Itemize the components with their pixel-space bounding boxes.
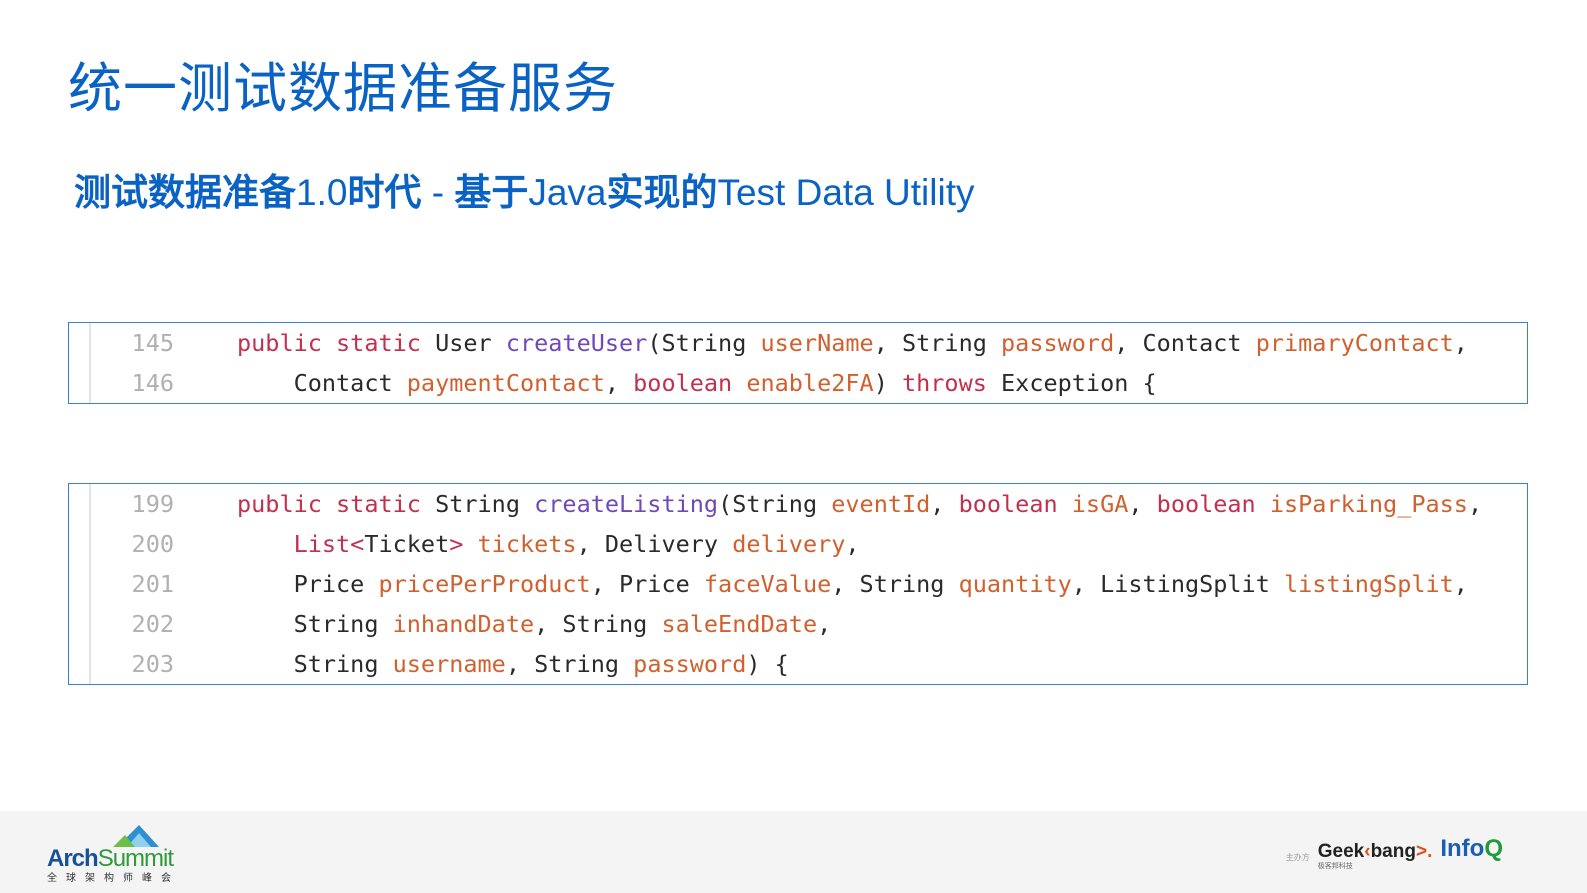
line-number: 201 bbox=[131, 570, 174, 598]
code-token: isParking_Pass bbox=[1269, 490, 1468, 518]
code-line: 145 public static User createUser(String … bbox=[69, 323, 1527, 363]
code-token: password bbox=[633, 650, 747, 678]
code-token: faceValue bbox=[703, 570, 832, 598]
code-token: (String bbox=[718, 490, 832, 518]
code-token: eventId bbox=[831, 490, 931, 518]
code-token: inhandDate bbox=[392, 610, 535, 638]
code-token: , bbox=[817, 610, 832, 638]
line-number: 200 bbox=[131, 530, 174, 558]
code-line: 203 String username, String password) { bbox=[69, 644, 1527, 684]
slide-title: 统一测试数据准备服务 bbox=[68, 59, 618, 119]
code-token: boolean bbox=[633, 369, 747, 397]
subtitle-segment: 测试数据准备 bbox=[74, 172, 296, 213]
subtitle-segment: 时代 bbox=[347, 172, 422, 213]
code-text: Price pricePerProduct, Price faceValue, … bbox=[237, 564, 1468, 604]
geekbang-logo: Geek‹bang>.极客邦科技 bbox=[1317, 841, 1433, 870]
code-block-create-listing: 199 public static String createListing(St… bbox=[68, 483, 1528, 685]
code-line: 202 String inhandDate, String saleEndDat… bbox=[69, 604, 1527, 644]
code-block-create-user: 145 public static User createUser(String … bbox=[68, 322, 1528, 404]
code-token: paymentContact bbox=[406, 369, 605, 397]
code-token: String bbox=[435, 490, 535, 518]
code-token: , Price bbox=[590, 570, 704, 598]
code-token: pricePerProduct bbox=[378, 570, 591, 598]
code-token: boolean bbox=[958, 490, 1072, 518]
code-token: password bbox=[1001, 329, 1115, 357]
line-number: 145 bbox=[131, 329, 174, 357]
code-line: 199 public static String createListing(St… bbox=[69, 484, 1527, 524]
code-token: List< bbox=[293, 530, 365, 558]
subtitle-segment: 1.0 bbox=[296, 172, 348, 213]
code-token: , bbox=[1467, 490, 1483, 518]
code-text: Contact paymentContact, boolean enable2F… bbox=[237, 363, 1157, 403]
code-text: public static User createUser(String use… bbox=[237, 323, 1468, 363]
code-token: saleEndDate bbox=[661, 610, 818, 638]
code-token: , bbox=[1453, 570, 1468, 598]
code-token: Contact bbox=[237, 369, 407, 397]
line-number: 146 bbox=[131, 369, 174, 397]
code-token: , bbox=[1453, 329, 1468, 357]
line-number: 199 bbox=[131, 490, 174, 518]
code-token: String bbox=[237, 650, 393, 678]
code-token: , ListingSplit bbox=[1071, 570, 1285, 598]
code-token: , String bbox=[831, 570, 959, 598]
slide-subtitle: 测试数据准备1.0时代 - 基于Java实现的Test Data Utility bbox=[74, 162, 975, 216]
code-token: delivery bbox=[732, 530, 846, 558]
code-line: 146 Contact paymentContact, boolean enab… bbox=[69, 363, 1527, 403]
code-text: List<Ticket> tickets, Delivery delivery, bbox=[237, 524, 860, 564]
code-token: , Delivery bbox=[576, 530, 733, 558]
code-token: isGA bbox=[1071, 490, 1129, 518]
organizer-logos: 主办方 Geek‹bang>.极客邦科技 InfoQ bbox=[1285, 835, 1503, 870]
code-text: String inhandDate, String saleEndDate, bbox=[237, 604, 832, 644]
code-token: listingSplit bbox=[1284, 570, 1454, 598]
line-number: 202 bbox=[131, 610, 174, 638]
code-token: Price bbox=[237, 570, 379, 598]
footer: ArchSummit 全球架构师峰会 主办方 Geek‹bang>.极客邦科技 … bbox=[0, 811, 1587, 893]
code-token: createListing bbox=[534, 490, 719, 518]
mountain-icon bbox=[113, 825, 159, 847]
code-token: quantity bbox=[958, 570, 1072, 598]
code-token: User bbox=[435, 329, 506, 357]
code-token: String bbox=[237, 610, 393, 638]
code-token: , Contact bbox=[1114, 329, 1256, 357]
code-token: > bbox=[449, 530, 478, 558]
code-token: , bbox=[845, 530, 860, 558]
code-token: userName bbox=[760, 329, 874, 357]
subtitle-segment: Java bbox=[528, 172, 607, 213]
code-token: public static bbox=[237, 490, 436, 518]
code-token: , String bbox=[534, 610, 662, 638]
line-number: 203 bbox=[131, 650, 174, 678]
code-token: enable2FA bbox=[746, 369, 874, 397]
code-token bbox=[237, 530, 294, 558]
code-token: public static bbox=[237, 329, 436, 357]
code-token: Exception { bbox=[1001, 369, 1157, 397]
code-text: public static String createListing(Strin… bbox=[237, 484, 1482, 524]
subtitle-segment: - bbox=[421, 172, 455, 213]
code-token: username bbox=[392, 650, 506, 678]
code-token: ) bbox=[873, 369, 902, 397]
code-token: , bbox=[930, 490, 959, 518]
code-token: , String bbox=[505, 650, 634, 678]
subtitle-segment: 实现的 bbox=[606, 172, 718, 213]
infoq-logo: InfoQ bbox=[1440, 835, 1503, 862]
code-token: throws bbox=[901, 369, 1002, 397]
subtitle-segment: Test Data Utility bbox=[717, 172, 975, 213]
code-token: ) { bbox=[746, 650, 789, 678]
code-token: boolean bbox=[1156, 490, 1270, 518]
code-token: primaryContact bbox=[1255, 329, 1454, 357]
code-token: tickets bbox=[477, 530, 577, 558]
code-token: (String bbox=[647, 329, 761, 357]
code-line: 200 List<Ticket> tickets, Delivery deliv… bbox=[69, 524, 1527, 564]
code-token: Ticket bbox=[364, 530, 450, 558]
code-token: , bbox=[604, 369, 634, 397]
code-line: 201 Price pricePerProduct, Price faceVal… bbox=[69, 564, 1527, 604]
code-token: createUser bbox=[505, 329, 648, 357]
code-token: , String bbox=[873, 329, 1002, 357]
subtitle-segment: 基于 bbox=[454, 172, 529, 213]
code-text: String username, String password) { bbox=[237, 644, 789, 684]
code-token: , bbox=[1128, 490, 1157, 518]
